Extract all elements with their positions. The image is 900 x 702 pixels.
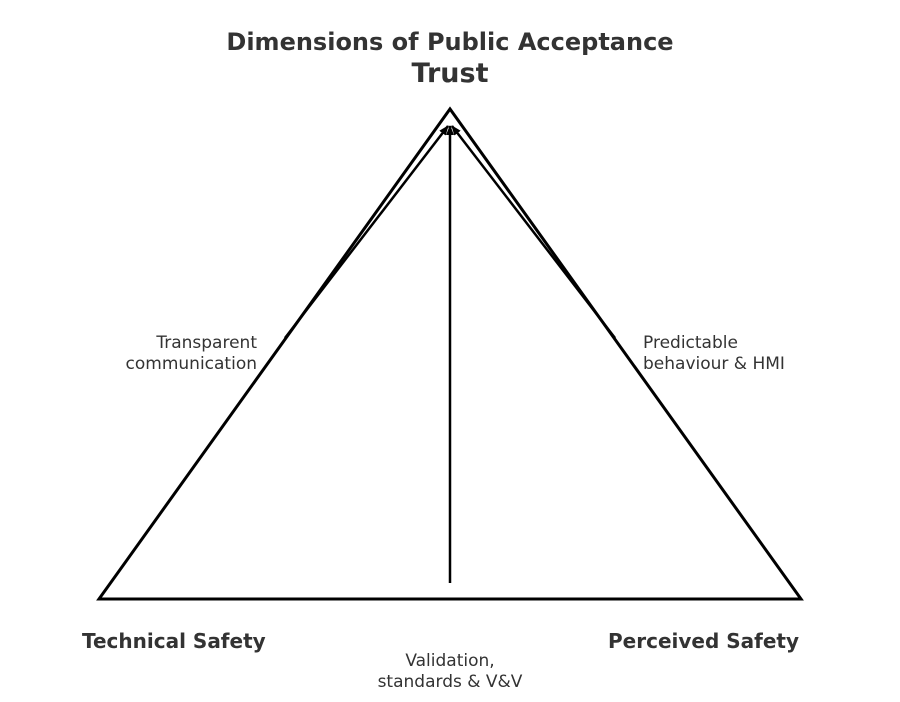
label-line: standards & V&V <box>377 672 523 692</box>
label-line: Transparent <box>156 333 257 353</box>
arrow-left-to-trust <box>284 125 449 339</box>
label-center: Validation, standards & V&V <box>300 651 600 693</box>
label-right-edge: Predictable behaviour & HMI <box>643 333 785 375</box>
label-line: communication <box>125 354 257 374</box>
label-left-edge: Transparent communication <box>126 333 257 375</box>
diagram-title: Dimensions of Public Acceptance <box>226 28 674 56</box>
label-line: Predictable <box>643 333 738 353</box>
triangle-outline <box>96 106 804 601</box>
label-line: behaviour & HMI <box>643 354 785 374</box>
node-perceived-safety: Perceived Safety <box>608 629 800 653</box>
label-line: Validation, <box>405 651 495 671</box>
node-trust: Trust <box>411 58 489 89</box>
node-technical-safety: Technical Safety <box>82 629 266 653</box>
arrow-right-to-trust <box>451 125 616 339</box>
